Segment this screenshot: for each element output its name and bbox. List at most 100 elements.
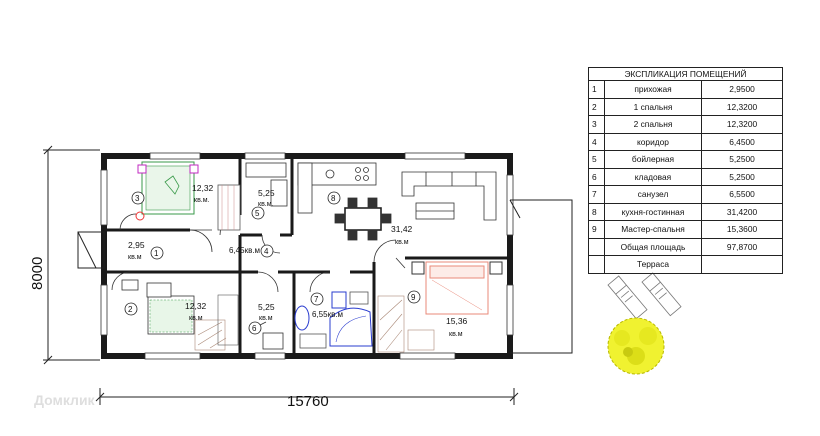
plant-icon xyxy=(607,317,665,375)
svg-text:3: 3 xyxy=(135,194,140,203)
room-area: 6,5500 xyxy=(701,185,783,204)
bedroom-3-furniture xyxy=(135,161,241,231)
interior-walls xyxy=(104,156,510,356)
svg-text:кв.м: кв.м xyxy=(395,239,409,246)
svg-text:7: 7 xyxy=(314,295,319,304)
room-4-label: 4 6,45кв.м xyxy=(229,244,274,258)
room-7-label: 7 6,55кв.м xyxy=(310,292,343,319)
terrace xyxy=(509,199,573,354)
svg-text:5,25: 5,25 xyxy=(258,302,275,312)
svg-text:кв.м.: кв.м. xyxy=(194,197,210,204)
room-area: 6,4500 xyxy=(701,132,783,151)
watermark-logo: Домклик xyxy=(34,392,95,408)
svg-text:4: 4 xyxy=(264,247,269,256)
svg-text:1: 1 xyxy=(154,249,159,258)
room-number: 5 xyxy=(588,150,605,169)
room-number: 8 xyxy=(588,202,605,221)
windows xyxy=(100,152,514,360)
svg-text:12,32: 12,32 xyxy=(185,301,207,311)
dimension-height-label: 8000 xyxy=(29,257,46,290)
room-1-label: 1 2,95 кв.м xyxy=(128,240,164,261)
sofa xyxy=(401,171,497,221)
room-area: 5,2500 xyxy=(701,150,783,169)
kitchen-furniture xyxy=(297,162,392,241)
svg-text:12,32: 12,32 xyxy=(192,183,214,193)
room-area: 12,3200 xyxy=(701,97,783,116)
svg-text:2: 2 xyxy=(128,305,133,314)
room-area: 2,9500 xyxy=(701,80,783,99)
room-name: прихожая xyxy=(604,80,702,99)
room-9-label: 9 15,36 кв.м xyxy=(407,290,468,338)
room-number: 6 xyxy=(588,167,605,186)
master-wardrobe xyxy=(377,295,435,353)
room-name: коридор xyxy=(604,132,702,151)
room-number xyxy=(588,255,605,274)
svg-text:кв.м: кв.м xyxy=(128,254,142,261)
room-number: 2 xyxy=(588,97,605,116)
room-3-label: 3 12,32 кв.м. xyxy=(131,183,214,205)
svg-text:31,42: 31,42 xyxy=(391,224,413,234)
entrance-porch xyxy=(77,231,105,269)
svg-text:6: 6 xyxy=(252,324,257,333)
boiler-room-equipment xyxy=(245,162,288,207)
svg-text:кв.м: кв.м xyxy=(189,315,203,322)
svg-text:6,55кв.м: 6,55кв.м xyxy=(312,310,343,319)
dimension-width xyxy=(95,388,519,405)
summary-area: 97,8700 xyxy=(701,237,783,256)
room-2-label: 2 12,32 кв.м xyxy=(124,301,207,322)
terrace-loungers xyxy=(607,272,682,320)
svg-text:6,45кв.м: 6,45кв.м xyxy=(229,246,260,255)
svg-text:5: 5 xyxy=(255,209,260,218)
dimension-height xyxy=(43,145,100,365)
room-area: 15,3600 xyxy=(701,220,783,239)
svg-text:2,95: 2,95 xyxy=(128,240,145,250)
room-area: 12,3200 xyxy=(701,115,783,134)
summary-area xyxy=(701,255,783,274)
svg-text:8: 8 xyxy=(331,194,336,203)
svg-text:кв.м: кв.м xyxy=(449,331,463,338)
room-name: Мастер-спальня xyxy=(604,220,702,239)
room-area: 31,4200 xyxy=(701,202,783,221)
room-name: санузел xyxy=(604,185,702,204)
room-name: 2 спальня xyxy=(604,115,702,134)
svg-text:кв.м.: кв.м. xyxy=(258,201,274,208)
room-number: 3 xyxy=(588,115,605,134)
room-name: кладовая xyxy=(604,167,702,186)
room-name: бойлерная xyxy=(604,150,702,169)
room-5-label: 5 5,25 кв.м. xyxy=(251,188,275,220)
room-name: кухня-гостинная xyxy=(604,202,702,221)
summary-name: Общая площадь xyxy=(604,237,702,256)
svg-text:кв.м: кв.м xyxy=(259,315,273,322)
table-title: ЭКСПЛИКАЦИЯ ПОМЕЩЕНИЙ xyxy=(588,67,783,81)
summary-name: Терраса xyxy=(604,255,702,274)
room-number: 7 xyxy=(588,185,605,204)
svg-text:9: 9 xyxy=(411,293,416,302)
room-number xyxy=(588,237,605,256)
master-bed xyxy=(411,261,503,315)
bathroom-fixtures xyxy=(294,291,373,349)
room-name: 1 спальня xyxy=(604,97,702,116)
room-6-label: 6 5,25 кв.м xyxy=(248,302,275,335)
room-number: 4 xyxy=(588,132,605,151)
bedroom-2-furniture xyxy=(121,279,239,351)
dimension-width-label: 15760 xyxy=(287,393,329,410)
room-number: 1 xyxy=(588,80,605,99)
room-8-label: 8 31,42 кв.м xyxy=(327,191,413,246)
svg-text:5,25: 5,25 xyxy=(258,188,275,198)
svg-text:15,36: 15,36 xyxy=(446,316,468,326)
room-number: 9 xyxy=(588,220,605,239)
table-row-extra: Терраса xyxy=(588,255,783,274)
